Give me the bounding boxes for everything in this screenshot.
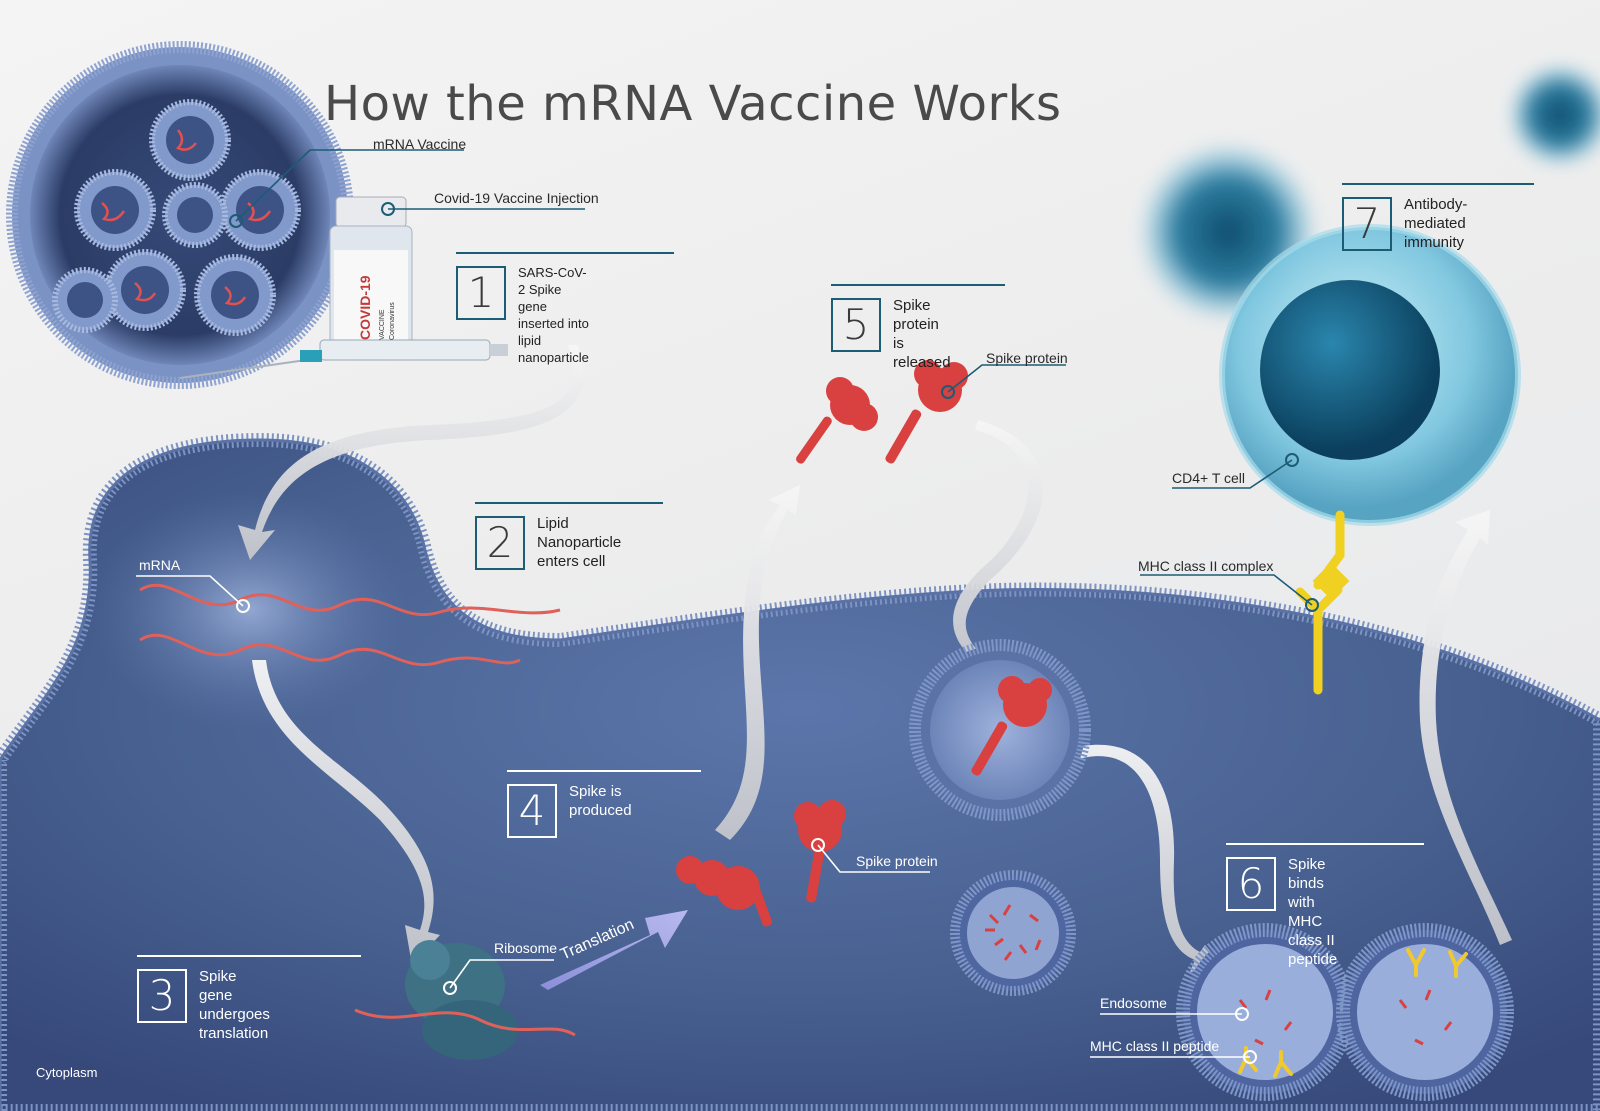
label-mrna-vaccine: mRNA Vaccine — [373, 136, 467, 152]
vial-line2: Coronavirus — [389, 302, 396, 340]
label-cytoplasm: Cytoplasm — [36, 1065, 98, 1080]
step-4-number: 4 — [507, 784, 557, 838]
step-6-rule — [1226, 843, 1424, 845]
vial-line1: VACCINE — [379, 309, 386, 340]
step-7-rule — [1342, 183, 1534, 185]
step-3-rule — [137, 955, 361, 957]
step-3-number: 3 — [137, 969, 187, 1023]
step-1-rule — [456, 252, 674, 254]
label-endosome: Endosome — [1100, 995, 1167, 1011]
label-cd4-t-cell: CD4+ T cell — [1172, 470, 1246, 486]
exocytosis-vesicle — [909, 639, 1091, 821]
leader-dots — [229, 202, 1319, 1064]
step-2-rule — [475, 502, 663, 504]
vial-brand: COVID-19 — [357, 275, 373, 340]
syringe — [179, 339, 508, 379]
bulb-glow — [90, 490, 410, 730]
spike-proteins — [676, 360, 968, 927]
step-6-number: 6 — [1226, 857, 1276, 911]
label-mhc-peptide: MHC class II peptide — [1090, 1038, 1220, 1054]
leader-lines — [136, 149, 1313, 1058]
step-6-text: Spike binds with MHC class II peptide — [1288, 856, 1338, 968]
step-5-number: 5 — [831, 298, 881, 352]
step-2-number: 2 — [475, 516, 525, 570]
step-7-text: Antibody-mediated immunity — [1404, 196, 1468, 251]
step-4-text: Spike is produced — [569, 783, 632, 819]
ribosome — [354, 940, 576, 1060]
mhc-endosomes — [1176, 923, 1514, 1101]
step-1-text: SARS-CoV-2 Spike gene inserted into lipi… — [518, 265, 589, 365]
vaccine-vial — [329, 196, 413, 347]
background-cell-corner — [1505, 60, 1600, 170]
label-mrna: mRNA — [139, 557, 181, 573]
label-vaccine-injection: Covid-19 Vaccine Injection — [434, 190, 599, 206]
small-endosome — [950, 870, 1076, 996]
label-mhc-complex: MHC class II complex — [1138, 558, 1274, 574]
step-1-number: 1 — [456, 266, 506, 320]
step-2-text: Lipid Nanoparticle enters cell — [537, 515, 622, 570]
mhc-diamond — [1312, 562, 1350, 600]
mrna-strands — [139, 583, 561, 667]
label-ribosome: Ribosome — [494, 940, 558, 956]
process-arrows — [238, 345, 1512, 972]
step-3-text: Spike gene undergoes translation — [199, 968, 270, 1042]
label-spike-protein-outside: Spike protein — [986, 350, 1068, 366]
step-5-text: Spike protein is released — [893, 297, 951, 371]
translation-arrow — [540, 910, 688, 990]
step-5-rule — [831, 284, 1005, 286]
cd4-t-cell — [1219, 224, 1521, 526]
label-spike-protein-inside: Spike protein — [856, 853, 938, 869]
step-7-number: 7 — [1342, 197, 1392, 251]
diagram-title: How the mRNA Vaccine Works — [324, 76, 1062, 133]
lipid-nanoparticle — [6, 41, 354, 389]
step-4-rule — [507, 770, 701, 772]
